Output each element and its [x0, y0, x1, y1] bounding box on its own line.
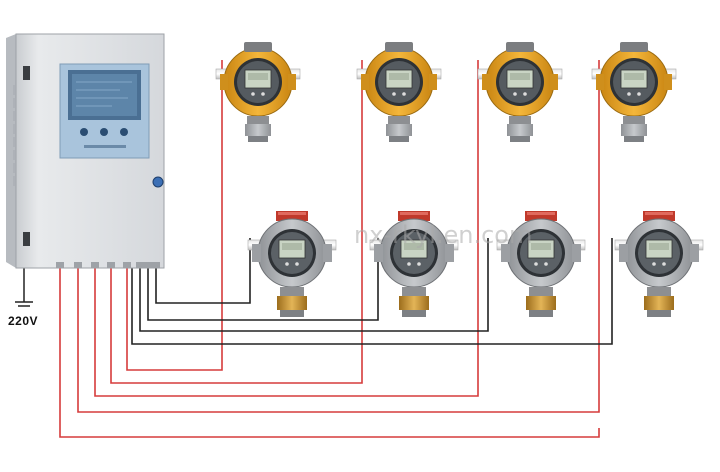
menu-button-icon: [80, 128, 88, 136]
detector-yellow-1: [215, 41, 301, 143]
detector-yellow-3: [477, 41, 563, 143]
red-wire-3: [94, 60, 479, 397]
red-wires: [59, 60, 600, 438]
cabinet-lock-icon: [152, 176, 164, 188]
black-wire-3: [139, 238, 489, 332]
control-cabinet: [6, 33, 165, 269]
black-wires: [131, 238, 613, 345]
down-button-icon: [120, 128, 128, 136]
black-wire-2: [147, 238, 379, 321]
red-wire-2: [110, 60, 363, 384]
black-wire-4: [131, 238, 613, 345]
hinge-top-icon: [23, 66, 30, 80]
red-wire-5: [59, 262, 600, 438]
watermark-text: nx-rkyl.en.com: [354, 221, 533, 249]
detector-gray-4: [614, 210, 704, 318]
red-wire-1: [126, 60, 223, 371]
hinge-bottom-icon: [23, 232, 30, 246]
detector-yellow-4: [591, 41, 677, 143]
detector-yellow-2: [356, 41, 442, 143]
detector-gray-1: [247, 210, 337, 318]
black-wire-1: [155, 238, 251, 304]
power-lead: [15, 262, 33, 307]
red-wire-4: [77, 60, 600, 413]
up-button-icon: [100, 128, 108, 136]
power-voltage-label: 220V: [8, 314, 39, 328]
